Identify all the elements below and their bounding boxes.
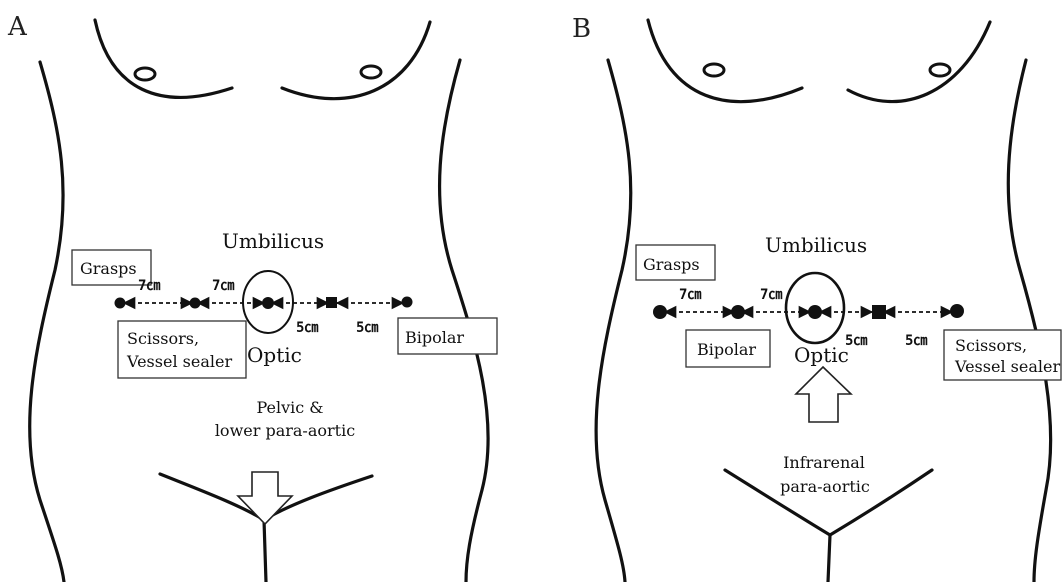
- panel-a-dist-7b: 7㎝: [212, 278, 234, 294]
- panel-b-grasps-label: Grasps: [643, 255, 700, 274]
- panel-b: B Umbilicus Grasps 7㎝ 7㎝ 5㎝ 5㎝ Bipolar O…: [572, 14, 1061, 582]
- panel-b-dist-7a: 7㎝: [679, 287, 701, 303]
- panel-a-groin-cleft: [264, 520, 266, 582]
- panel-a: A Umbilicus Grasps 7㎝ 7㎝ 5㎝ 5㎝ Scissors,: [7, 12, 497, 582]
- panel-b-nipple-left: [704, 64, 724, 76]
- panel-a-scissors-line1: Scissors,: [127, 329, 199, 348]
- panel-b-breast-right: [848, 22, 990, 102]
- panel-a-port-bipolar: [402, 297, 413, 308]
- panel-b-dist-7b: 7㎝: [760, 287, 782, 303]
- panel-a-target-line2: lower para-aortic: [215, 421, 355, 440]
- panel-b-target-line1: Infrarenal: [783, 453, 865, 472]
- panel-b-torso-left: [596, 60, 631, 582]
- panel-a-grasps-label: Grasps: [80, 259, 137, 278]
- panel-b-dist-5b: 5㎝: [905, 333, 927, 349]
- panel-a-breast-right: [282, 22, 430, 99]
- panel-a-target-line1: Pelvic &: [256, 398, 323, 417]
- panel-b-nipple-right: [930, 64, 950, 76]
- panel-b-scissors-line1: Scissors,: [955, 336, 1027, 355]
- panel-b-breast-left: [648, 20, 802, 102]
- panel-b-umbilicus-label: Umbilicus: [765, 233, 867, 257]
- panel-a-nipple-right: [361, 66, 381, 78]
- panel-a-umbilicus-label: Umbilicus: [222, 229, 324, 253]
- panel-a-nipple-left: [135, 68, 155, 80]
- panel-a-dist-5a: 5㎝: [296, 320, 318, 336]
- panel-b-up-arrow: [796, 367, 851, 422]
- panel-a-letter: A: [7, 12, 28, 42]
- panel-b-port-assist: [872, 305, 886, 319]
- panel-a-dist-7a: 7㎝: [138, 278, 160, 294]
- panel-a-torso-left: [30, 62, 64, 582]
- panel-a-bipolar-label: Bipolar: [405, 328, 464, 347]
- panel-a-breast-left: [95, 20, 232, 97]
- panel-a-scissors-line2: Vessel sealer: [126, 352, 232, 371]
- panel-a-down-arrow: [238, 472, 292, 524]
- panel-a-port-grasps: [115, 298, 126, 309]
- panel-b-port-grasps: [653, 305, 667, 319]
- panel-b-port-bipolar: [731, 305, 745, 319]
- panel-b-groin-cleft: [828, 535, 830, 582]
- panel-a-port-assist: [326, 297, 337, 308]
- panel-b-letter: B: [572, 14, 591, 44]
- panel-b-target-line2: para-aortic: [780, 477, 870, 496]
- panel-b-port-optic: [808, 305, 822, 319]
- panel-a-optic-label: Optic: [247, 343, 302, 367]
- panel-a-dist-5b: 5㎝: [356, 320, 378, 336]
- panel-a-port-scissors: [190, 298, 201, 309]
- panel-b-scissors-line2: Vessel sealer: [954, 357, 1060, 376]
- panel-b-bipolar-label: Bipolar: [697, 340, 756, 359]
- panel-b-optic-label: Optic: [794, 343, 849, 367]
- panel-b-port-scissors: [950, 304, 964, 318]
- panel-a-port-optic: [262, 297, 274, 309]
- panel-b-torso-right: [1008, 60, 1050, 582]
